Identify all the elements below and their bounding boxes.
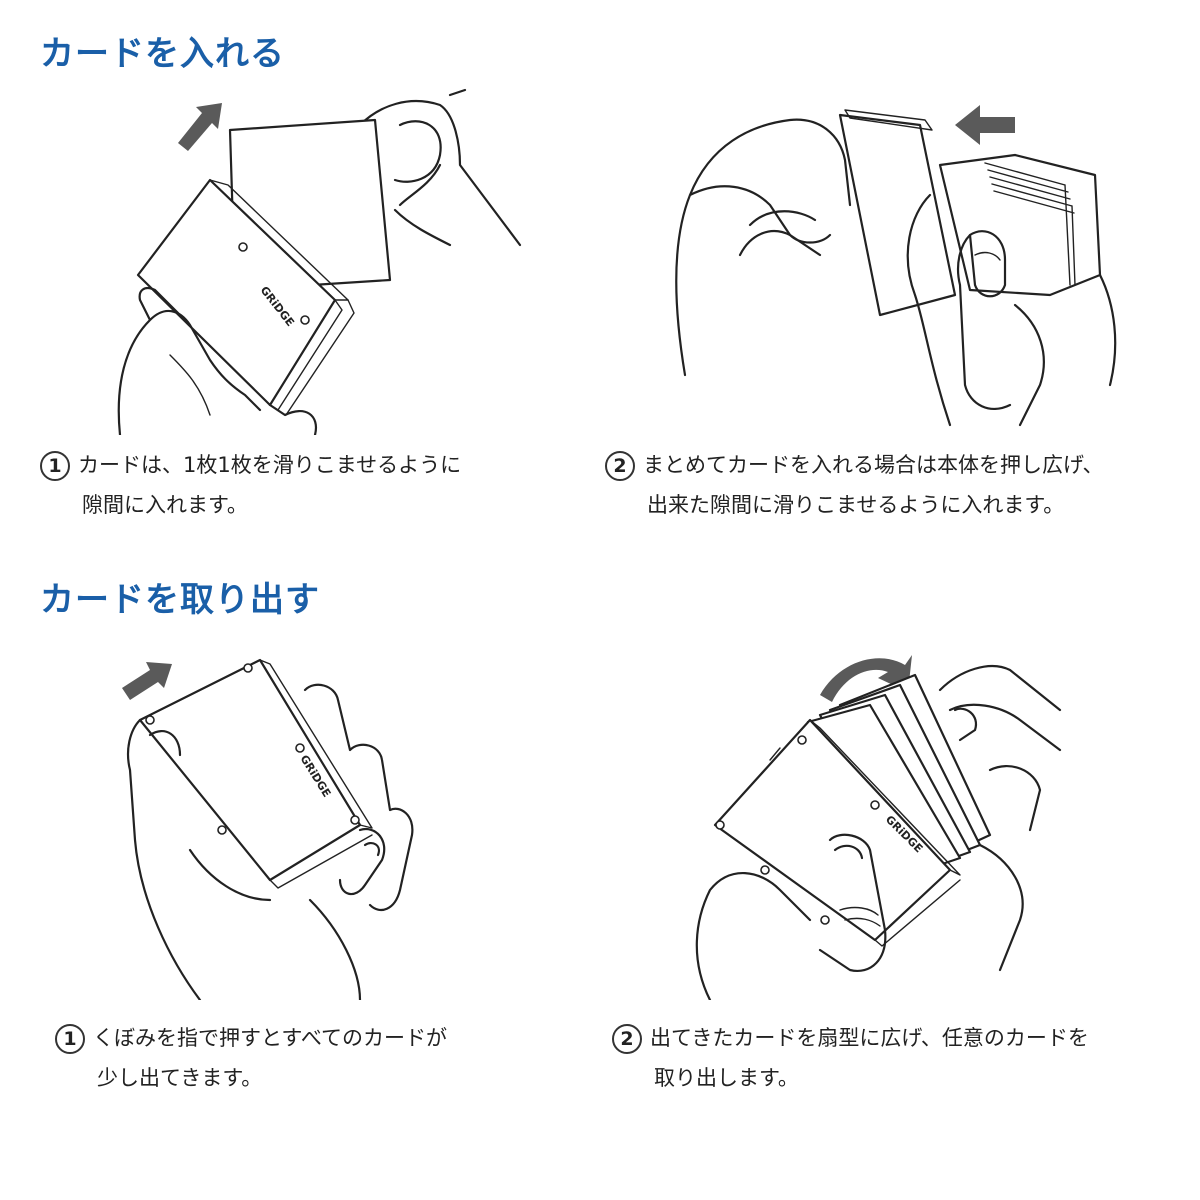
illustration-remove-push: GRiDGE bbox=[110, 640, 440, 1000]
arrow-icon bbox=[820, 655, 912, 702]
illustration-insert-multiple bbox=[670, 85, 1130, 435]
illustration-remove-fan: GRiDGE bbox=[690, 630, 1090, 1000]
step-number: 2 bbox=[605, 451, 635, 481]
arrow-icon bbox=[178, 103, 222, 151]
arrow-icon bbox=[122, 662, 172, 700]
illustration-insert-single: GRiDGE bbox=[110, 85, 530, 435]
card-case-icon bbox=[938, 153, 1102, 297]
step-number: 2 bbox=[612, 1024, 642, 1054]
step-number: 1 bbox=[40, 451, 70, 481]
section-heading-insert: カードを入れる bbox=[40, 34, 285, 74]
section-heading-remove: カードを取り出す bbox=[40, 580, 320, 620]
step-number: 1 bbox=[55, 1024, 85, 1054]
arrow-icon bbox=[955, 105, 1015, 145]
